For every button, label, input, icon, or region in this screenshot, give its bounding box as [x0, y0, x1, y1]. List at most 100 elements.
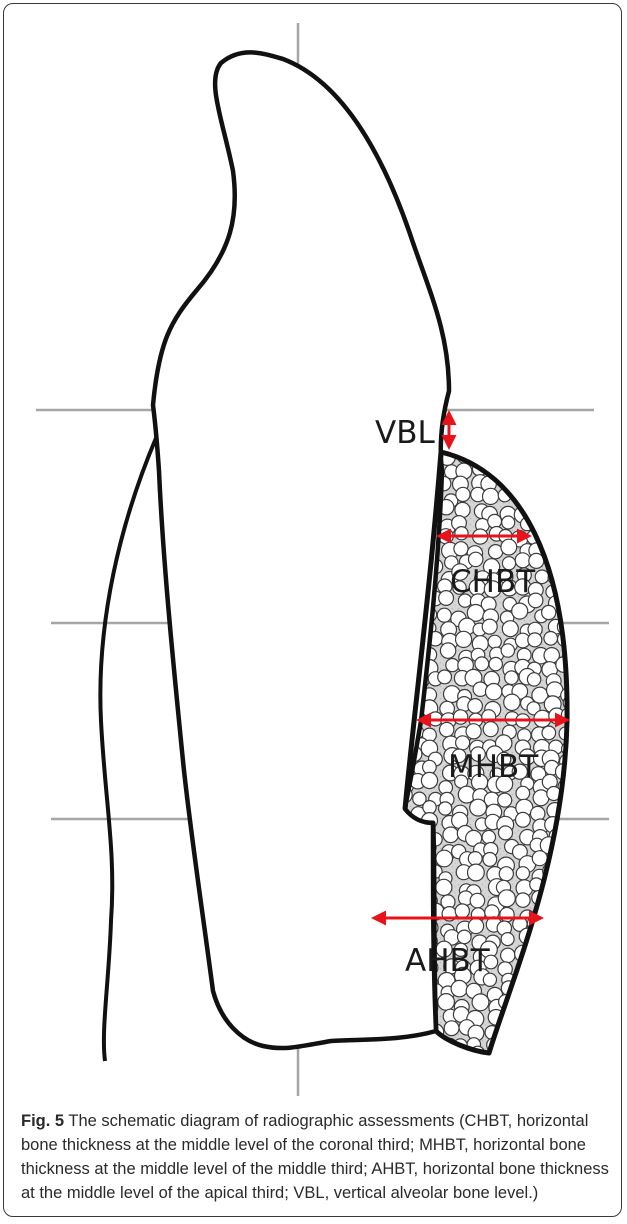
bone-granule — [451, 980, 467, 996]
ahbt-label: AHBT — [405, 943, 491, 979]
bone-granule — [458, 930, 472, 944]
bone-granule — [531, 970, 544, 983]
bone-granule — [531, 806, 545, 820]
bone-granule — [512, 603, 528, 619]
figure-caption: Fig. 5 The schematic diagram of radiogra… — [21, 1109, 611, 1205]
bone-granule — [565, 452, 579, 466]
bone-granule — [559, 593, 575, 609]
bone-granule — [516, 893, 530, 907]
bone-granule — [560, 893, 576, 909]
bone-granule — [439, 802, 452, 815]
bone-granule — [453, 710, 467, 724]
bone-granule — [546, 465, 560, 479]
bone-granule — [528, 1048, 544, 1064]
bone-granule — [564, 518, 579, 533]
bone-granule — [483, 853, 497, 867]
bone-granule — [528, 451, 543, 466]
bone-granule — [482, 830, 495, 843]
bone-granule — [516, 1054, 530, 1068]
bone-granule — [501, 948, 515, 962]
bone-granule — [516, 973, 530, 987]
bone-granule — [527, 955, 543, 971]
bone-granule — [559, 932, 574, 947]
bone-granule — [498, 890, 515, 907]
bone-granule — [563, 556, 576, 569]
bone-granule — [531, 949, 545, 963]
bone-granule — [545, 881, 559, 895]
bone-granule — [454, 542, 468, 556]
bone-granule — [516, 867, 529, 880]
bone-granule — [503, 1047, 516, 1060]
bone-granule — [412, 1048, 426, 1062]
bone-granule — [559, 946, 572, 959]
bone-granule — [531, 989, 544, 1002]
bone-granule — [421, 772, 437, 788]
bone-granule — [440, 643, 455, 658]
bone-granule — [547, 923, 562, 938]
bone-granule — [456, 631, 472, 647]
bone-granule — [513, 998, 527, 1012]
bone-granule — [482, 619, 497, 634]
bone-granule — [542, 726, 556, 740]
mhbt-label: MHBT — [448, 749, 539, 785]
bone-granule — [563, 543, 578, 558]
bone-granule — [528, 1026, 545, 1043]
bone-granule — [557, 971, 571, 985]
bone-granule — [468, 699, 483, 714]
bone-granule — [502, 1014, 515, 1027]
bone-granule — [535, 570, 549, 584]
bone-granule — [438, 994, 455, 1011]
bone-granule — [529, 1008, 546, 1025]
bone-granule — [504, 694, 520, 710]
bone-granule — [391, 1053, 407, 1069]
bone-granule — [483, 722, 498, 737]
bone-granule — [468, 864, 485, 881]
bone-granule — [559, 566, 573, 580]
bone-granule — [544, 632, 558, 646]
bone-granule — [468, 852, 482, 866]
vbl-label: VBL — [375, 415, 435, 451]
bone-granule — [527, 673, 540, 686]
bone-granule — [499, 826, 513, 840]
bone-granule — [531, 930, 545, 944]
bone-granule — [557, 479, 573, 495]
bone-granule — [530, 463, 546, 479]
bone-granule — [496, 454, 513, 471]
bone-granule — [437, 608, 451, 622]
bone-granule — [520, 983, 535, 998]
bone-granule — [558, 1039, 574, 1055]
bone-granule — [455, 904, 469, 918]
chbt-label: CHBT — [450, 564, 536, 600]
bone-granule — [563, 802, 578, 817]
bone-granule — [532, 851, 547, 866]
bone-granule — [561, 582, 575, 596]
bone-granule — [520, 463, 535, 478]
bone-granule — [499, 1035, 514, 1050]
bone-granule — [564, 504, 580, 520]
bone-granule — [546, 1050, 561, 1065]
bone-granule — [544, 527, 560, 543]
bone-granule — [542, 605, 556, 619]
bone-granule — [515, 480, 530, 495]
bone-granule — [483, 488, 499, 504]
bone-granule — [548, 507, 563, 522]
bone-granule — [516, 812, 531, 827]
bone-granule — [502, 621, 518, 637]
bone-granule — [501, 933, 514, 946]
bone-granule — [422, 1046, 437, 1061]
bone-granule — [562, 1008, 579, 1025]
bone-granule — [489, 657, 502, 670]
bone-granule — [472, 994, 489, 1011]
bone-granule — [559, 467, 573, 481]
bone-granule — [560, 907, 574, 921]
bone-granule — [505, 671, 519, 685]
schematic-diagram: VBL CHBT MHBT AHBT — [4, 4, 622, 1104]
bone-granule — [541, 958, 557, 974]
bone-granule — [543, 1008, 557, 1022]
bone-granule — [500, 907, 514, 921]
bone-granule — [528, 633, 542, 647]
bone-granule — [529, 503, 545, 519]
bone-granule — [446, 659, 459, 672]
caption-text: The schematic diagram of radiographic as… — [21, 1112, 609, 1202]
bone-granule — [556, 917, 571, 932]
